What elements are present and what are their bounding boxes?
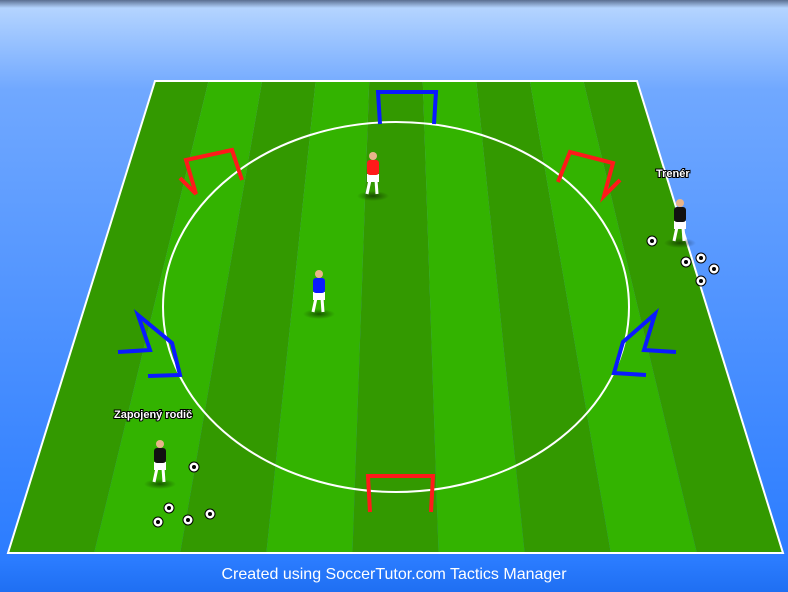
goal-blue-right xyxy=(611,307,677,377)
coach-label: Trenér xyxy=(656,168,690,180)
goal-blue-top xyxy=(375,90,439,125)
pitch-stripe xyxy=(180,81,316,553)
pitch-stripe xyxy=(94,81,263,553)
pitch-stripes xyxy=(8,81,783,553)
pitch-stripe xyxy=(8,81,209,553)
pitch-boundary xyxy=(6,80,785,554)
player-red xyxy=(357,152,389,201)
goal-red-top-left xyxy=(178,147,244,196)
goal-blue-left xyxy=(117,308,183,378)
player-blue xyxy=(303,270,335,319)
goal-red-bottom xyxy=(365,474,436,513)
coach-player xyxy=(664,199,696,248)
center-circle xyxy=(162,121,630,493)
goal-red-top-right xyxy=(556,149,622,203)
pitch-stripe xyxy=(529,81,697,553)
pitch-stripe xyxy=(583,81,783,553)
parent-player xyxy=(144,440,176,489)
pitch-stripe xyxy=(422,81,525,553)
parent-label: Zapojený rodič xyxy=(114,409,192,421)
footer-credit: Created using SoccerTutor.com Tactics Ma… xyxy=(221,566,567,583)
pitch-stripe xyxy=(476,81,611,553)
